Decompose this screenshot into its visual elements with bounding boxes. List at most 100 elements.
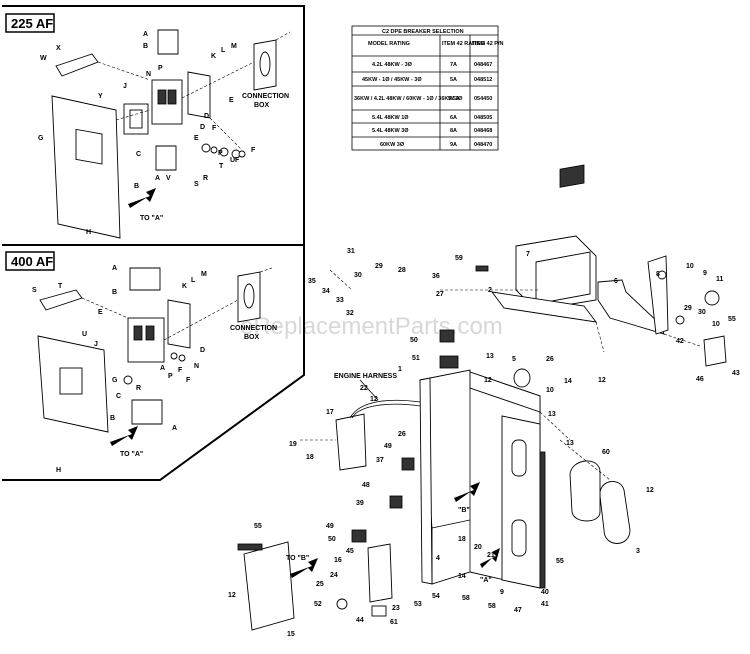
callout-225-N: N — [146, 71, 151, 78]
callout-58b: 58 — [488, 603, 496, 610]
connection-box-label-400-l2: BOX — [244, 334, 260, 341]
callout-36: 36 — [432, 273, 440, 280]
seal-strip-55 — [539, 451, 546, 589]
terminal-cover-bottom-400 — [131, 399, 163, 425]
table-row-4-model: 5.4L 48KW 1Ø — [372, 115, 409, 121]
panel-225af: 225 AF CONNECTION BOX TO "A — [2, 5, 305, 246]
callout-48: 48 — [362, 482, 370, 489]
table-row-6-pn: 048470 — [474, 142, 492, 148]
table-row-1-pn: 048467 — [474, 62, 492, 68]
callout-400-N: N — [194, 363, 199, 370]
connection-box-label-225-l1: CONNECTION — [242, 93, 289, 100]
table-row-1-rating: 7A — [450, 62, 457, 68]
panel-225af-title-box — [5, 13, 55, 33]
callout-12b: 12 — [484, 377, 492, 384]
callout-10b: 10 — [546, 387, 554, 394]
table-row-3-pn: 054450 — [474, 96, 492, 102]
relay-51 — [439, 355, 459, 369]
shield-bracket-225 — [55, 53, 99, 77]
connection-box-label-225-l2: BOX — [254, 102, 270, 109]
table-row-5-pn: 048468 — [474, 128, 492, 134]
callout-225-C: C — [136, 151, 141, 158]
table-row-5-rating: 8A — [450, 128, 457, 134]
callout-54: 54 — [432, 593, 440, 600]
callout-225-P2: P — [218, 150, 223, 157]
engine-controller-17 — [335, 413, 367, 471]
callout-13c: 13 — [566, 440, 574, 447]
to-b-arrow — [290, 558, 318, 578]
table-row-5-model: 5.4L 48KW 3Ø — [372, 128, 409, 134]
callout-37: 37 — [376, 457, 384, 464]
callout-59: 59 — [455, 255, 463, 262]
breaker-knob — [704, 290, 720, 306]
table-row-2-pn: 048512 — [474, 77, 492, 83]
callout-17: 17 — [326, 409, 334, 416]
watermark-text: eReplacementParts.com — [240, 313, 503, 340]
callout-225-K: K — [211, 53, 216, 60]
callout-55c: 55 — [254, 523, 262, 530]
callout-13a: 13 — [486, 353, 494, 360]
callout-11: 11 — [716, 276, 724, 283]
callout-400-K: K — [182, 283, 187, 290]
table-row-6-rating: 9A — [450, 142, 457, 148]
table-row-2-model: 45KW - 1Ø / 45KW - 3Ø — [362, 77, 422, 83]
access-door-3 — [599, 481, 631, 544]
fuse-59 — [475, 265, 489, 272]
callout-225-L: L — [221, 47, 226, 54]
callout-400-A3: A — [172, 425, 177, 432]
callout-10a: 10 — [686, 263, 694, 270]
callout-31: 31 — [347, 248, 355, 255]
grommet-52 — [336, 598, 348, 610]
callout-225-Y: Y — [98, 93, 103, 100]
callout-225-X: X — [56, 45, 61, 52]
callout-12c: 12 — [370, 396, 378, 403]
callout-225-T: T — [219, 163, 224, 170]
callout-34: 34 — [322, 288, 330, 295]
callout-29: 29 — [375, 263, 383, 270]
callout-225-B2: B — [134, 183, 139, 190]
circuit-breaker-item-43 — [703, 335, 727, 367]
shield-bracket-400 — [39, 289, 83, 311]
terminal-cover-top-400 — [129, 267, 161, 291]
callout-400-S: S — [32, 287, 37, 294]
callout-400-A: A — [112, 265, 117, 272]
callout-225-H: H — [86, 229, 91, 236]
callout-61: 61 — [390, 619, 398, 626]
callout-29b: 29 — [684, 305, 692, 312]
door-seal-60 — [569, 460, 601, 522]
callout-13b: 13 — [548, 411, 556, 418]
relay-50 — [439, 329, 455, 343]
breaker-selection-table: C2 DPE BREAKER SELECTION MODEL RATING IT… — [351, 25, 504, 151]
panel-225af-title: 225 AF — [11, 16, 53, 31]
callout-400-G: G — [112, 377, 118, 384]
marker-b-label: "B" — [458, 507, 470, 514]
to-a-label-225: TO "A" — [140, 215, 163, 222]
callout-18b: 18 — [458, 536, 466, 543]
callout-41: 41 — [541, 601, 549, 608]
callout-6: 6 — [614, 278, 618, 285]
callout-225-G: G — [38, 135, 44, 142]
callout-43: 43 — [732, 370, 740, 377]
to-b-label: TO "B" — [286, 555, 309, 562]
callout-400-B2: B — [110, 415, 115, 422]
callout-12d: 12 — [646, 487, 654, 494]
callout-400-P: P — [168, 373, 173, 380]
callout-4: 4 — [436, 555, 440, 562]
callout-12e: 12 — [228, 592, 236, 599]
callout-25: 25 — [316, 581, 324, 588]
terminal-strip-23 — [367, 543, 393, 603]
callout-42: 42 — [676, 338, 684, 345]
callout-225-V: V — [166, 175, 171, 182]
breaker-cover-225 — [51, 95, 121, 239]
callout-22: 22 — [360, 385, 368, 392]
marker-b-arrow — [454, 482, 480, 502]
connection-box-label-400-l1: CONNECTION — [230, 325, 277, 332]
callout-225-R: R — [203, 175, 208, 182]
terminal-cover-bottom-225 — [155, 145, 177, 171]
callout-12a: 12 — [598, 377, 606, 384]
callout-2: 2 — [488, 287, 492, 294]
callout-26b: 26 — [398, 431, 406, 438]
callout-225-M: M — [231, 43, 237, 50]
callout-225-W: W — [40, 55, 47, 62]
